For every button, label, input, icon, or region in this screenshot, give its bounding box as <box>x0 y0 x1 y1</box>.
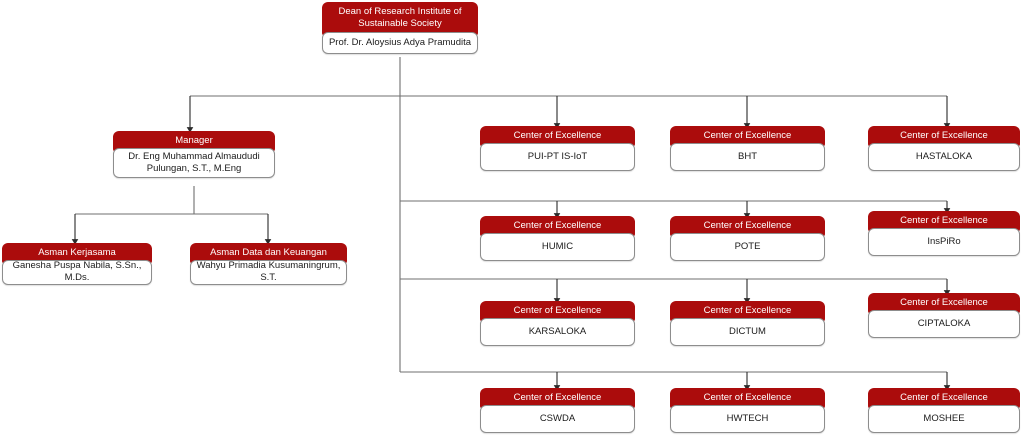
node-dean[interactable]: Dean of Research Institute of Sustainabl… <box>322 2 478 54</box>
node-asman-data-keuangan-title: Asman Data dan Keuangan <box>190 243 347 264</box>
node-coe-dictum[interactable]: Center of Excellence DICTUM <box>670 301 825 346</box>
node-coe-title: Center of Excellence <box>868 293 1020 314</box>
node-manager-title: Manager <box>113 131 275 152</box>
node-coe-title: Center of Excellence <box>670 388 825 409</box>
node-coe-pui-pt-is-iot[interactable]: Center of Excellence PUI-PT IS-IoT <box>480 126 635 171</box>
node-coe-title: Center of Excellence <box>480 216 635 237</box>
node-coe-title: Center of Excellence <box>480 388 635 409</box>
node-coe-name: DICTUM <box>670 317 825 346</box>
node-coe-ciptaloka[interactable]: Center of Excellence CIPTALOKA <box>868 293 1020 338</box>
node-coe-title: Center of Excellence <box>868 126 1020 147</box>
node-coe-name: CSWDA <box>480 404 635 433</box>
node-coe-title: Center of Excellence <box>670 301 825 322</box>
node-coe-title: Center of Excellence <box>670 126 825 147</box>
node-coe-moshee[interactable]: Center of Excellence MOSHEE <box>868 388 1020 433</box>
node-asman-kerjasama[interactable]: Asman Kerjasama Ganesha Puspa Nabila, S.… <box>2 243 152 285</box>
node-manager[interactable]: Manager Dr. Eng Muhammad Almaududi Pulun… <box>113 131 275 178</box>
node-manager-name: Dr. Eng Muhammad Almaududi Pulungan, S.T… <box>113 147 275 178</box>
node-coe-name: HASTALOKA <box>868 142 1020 171</box>
node-asman-data-keuangan-name: Wahyu Primadia Kusumaningrum, S.T. <box>190 259 347 285</box>
node-coe-name: MOSHEE <box>868 404 1020 433</box>
node-coe-title: Center of Excellence <box>480 126 635 147</box>
node-coe-name: HWTECH <box>670 404 825 433</box>
node-coe-karsaloka[interactable]: Center of Excellence KARSALOKA <box>480 301 635 346</box>
node-coe-hastaloka[interactable]: Center of Excellence HASTALOKA <box>868 126 1020 171</box>
node-coe-hwtech[interactable]: Center of Excellence HWTECH <box>670 388 825 433</box>
node-asman-kerjasama-name: Ganesha Puspa Nabila, S.Sn., M.Ds. <box>2 259 152 285</box>
node-coe-title: Center of Excellence <box>670 216 825 237</box>
node-coe-bht[interactable]: Center of Excellence BHT <box>670 126 825 171</box>
node-dean-name: Prof. Dr. Aloysius Adya Pramudita <box>322 31 478 54</box>
node-coe-pote[interactable]: Center of Excellence POTE <box>670 216 825 261</box>
node-dean-title: Dean of Research Institute of Sustainabl… <box>322 2 478 36</box>
node-coe-title: Center of Excellence <box>868 388 1020 409</box>
node-coe-name: HUMIC <box>480 232 635 261</box>
node-coe-name: CIPTALOKA <box>868 309 1020 338</box>
node-coe-title: Center of Excellence <box>480 301 635 322</box>
node-asman-kerjasama-title: Asman Kerjasama <box>2 243 152 264</box>
node-coe-name: KARSALOKA <box>480 317 635 346</box>
node-coe-name: InsPiRo <box>868 227 1020 256</box>
node-asman-data-keuangan[interactable]: Asman Data dan Keuangan Wahyu Primadia K… <box>190 243 347 285</box>
node-coe-cswda[interactable]: Center of Excellence CSWDA <box>480 388 635 433</box>
node-coe-inspiro[interactable]: Center of Excellence InsPiRo <box>868 211 1020 256</box>
node-coe-title: Center of Excellence <box>868 211 1020 232</box>
node-coe-name: BHT <box>670 142 825 171</box>
node-coe-humic[interactable]: Center of Excellence HUMIC <box>480 216 635 261</box>
node-coe-name: POTE <box>670 232 825 261</box>
node-coe-name: PUI-PT IS-IoT <box>480 142 635 171</box>
